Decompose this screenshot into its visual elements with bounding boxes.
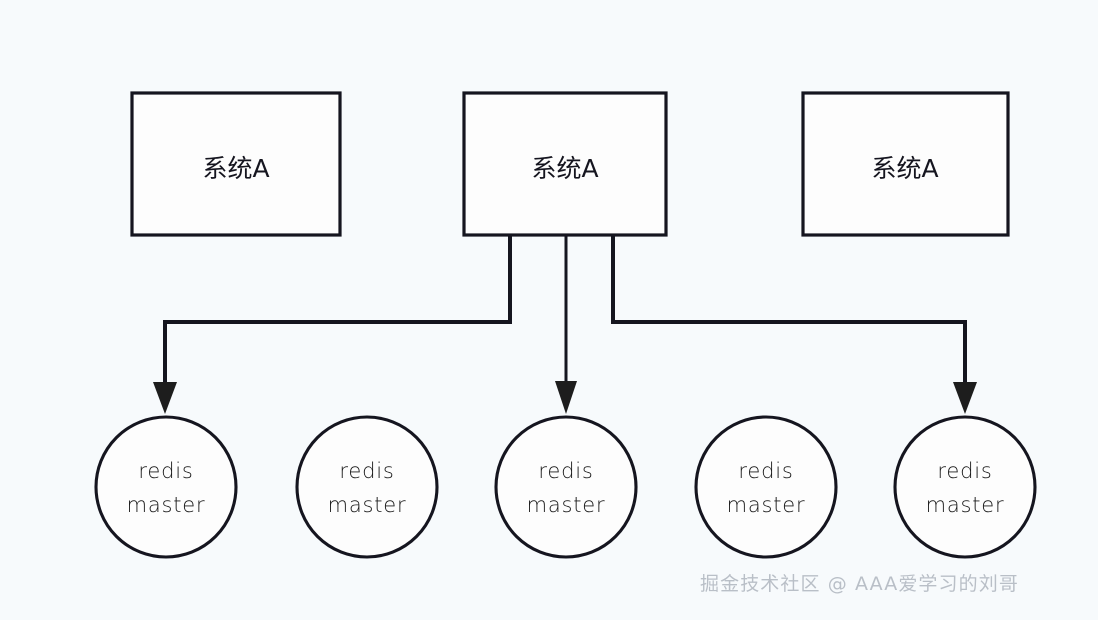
redis-node-3-label-line2: master bbox=[527, 493, 606, 517]
redis-node-1-shape bbox=[94, 415, 238, 559]
connector-right[interactable] bbox=[611, 235, 977, 414]
redis-node-5-shape bbox=[893, 415, 1037, 559]
redis-node-5[interactable]: redis master bbox=[893, 415, 1037, 559]
connector-middle-arrowhead-icon bbox=[555, 381, 577, 414]
connector-right-arrowhead-icon bbox=[953, 382, 977, 414]
redis-node-2-label-line2: master bbox=[328, 493, 407, 517]
redis-node-5-label-line1: redis bbox=[937, 459, 992, 483]
system-box-3-label: 系统A bbox=[871, 154, 938, 183]
system-box-2[interactable]: 系统A bbox=[462, 91, 668, 237]
connector-left-arrowhead-icon bbox=[153, 382, 177, 414]
redis-node-4-label-line2: master bbox=[727, 493, 806, 517]
system-box-1[interactable]: 系统A bbox=[130, 91, 342, 237]
redis-node-4-label-line1: redis bbox=[738, 459, 793, 483]
redis-node-3[interactable]: redis master bbox=[494, 415, 638, 559]
redis-node-2-shape bbox=[295, 415, 439, 559]
system-box-2-label: 系统A bbox=[531, 154, 598, 183]
redis-node-3-shape bbox=[494, 415, 638, 559]
redis-node-5-label-line2: master bbox=[926, 493, 1005, 517]
redis-node-2[interactable]: redis master bbox=[295, 415, 439, 559]
redis-node-1-label-line1: redis bbox=[138, 459, 193, 483]
redis-node-4-shape bbox=[694, 415, 838, 559]
connector-middle[interactable] bbox=[555, 235, 577, 414]
system-box-3-shape bbox=[801, 91, 1010, 237]
system-box-2-shape bbox=[462, 91, 668, 237]
redis-node-group: redis master redis master redis master r… bbox=[94, 415, 1037, 559]
redis-node-2-label-line1: redis bbox=[339, 459, 394, 483]
redis-node-1-label-line2: master bbox=[127, 493, 206, 517]
redis-node-4[interactable]: redis master bbox=[694, 415, 838, 559]
redis-node-3-label-line1: redis bbox=[538, 459, 593, 483]
connector-left[interactable] bbox=[153, 235, 512, 414]
system-box-1-shape bbox=[130, 91, 342, 237]
watermark-label: 掘金技术社区 @ AAA爱学习的刘哥 bbox=[700, 573, 1019, 595]
system-box-3[interactable]: 系统A bbox=[801, 91, 1010, 237]
redis-node-1[interactable]: redis master bbox=[94, 415, 238, 559]
connector-group bbox=[153, 235, 977, 414]
connector-left-path bbox=[163, 235, 512, 384]
connector-right-path bbox=[611, 235, 967, 384]
system-box-1-label: 系统A bbox=[202, 154, 269, 183]
system-box-group: 系统A 系统A 系统A bbox=[130, 91, 1010, 237]
